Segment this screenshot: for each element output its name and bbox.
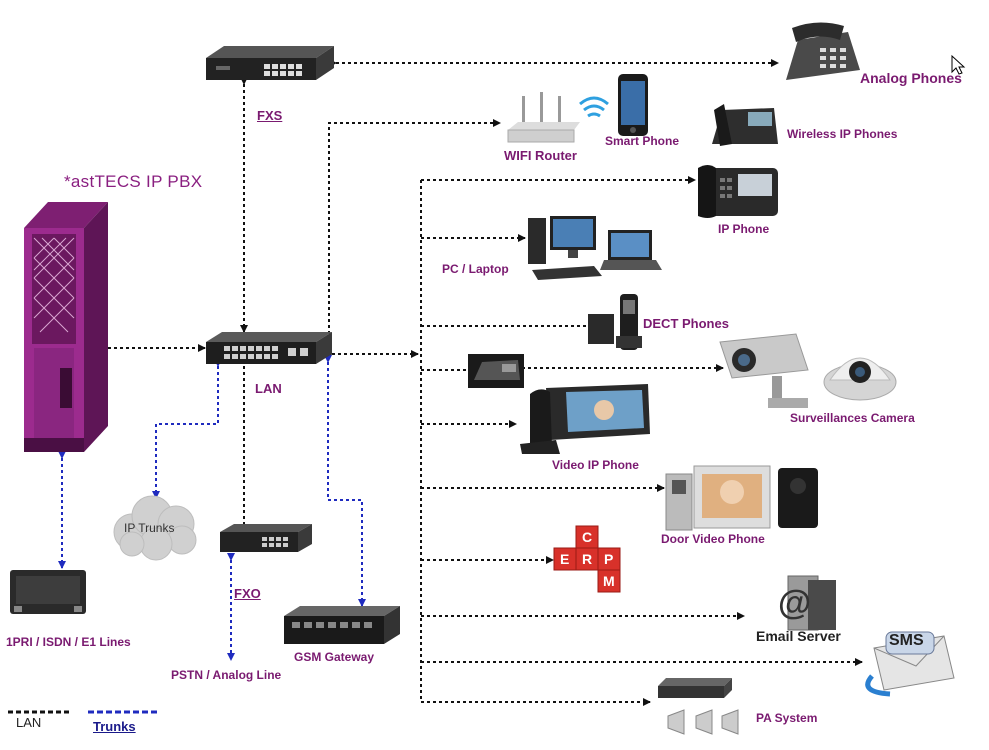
fxs-gateway	[206, 46, 334, 80]
surveillance-camera-icon	[719, 333, 809, 408]
smart-phone-label: Smart Phone	[605, 134, 680, 148]
pa-system-label: PA System	[756, 711, 818, 725]
erp-letter-m: M	[603, 573, 615, 589]
pc-laptop-label: PC / Laptop	[442, 262, 509, 276]
gsm-gateway-device	[284, 606, 400, 644]
gsm-gateway-label: GSM Gateway	[294, 650, 375, 664]
dect-phone-icon	[588, 294, 642, 350]
wifi-router-icon	[507, 92, 609, 143]
analog-phones-label: Analog Phones	[860, 70, 962, 86]
fxs-label: FXS	[257, 108, 283, 123]
fxo-gateway	[220, 524, 312, 552]
video-ip-phone-label: Video IP Phone	[552, 458, 639, 472]
sms-envelope-icon	[865, 631, 955, 697]
ip-trunks-cloud	[113, 495, 197, 561]
lan-switch	[206, 332, 332, 364]
erp-crm-icon: C E R P M	[553, 525, 621, 593]
erp-letter-c: C	[582, 529, 592, 545]
mouse-cursor-icon	[951, 54, 966, 75]
pri-interface-box	[10, 570, 86, 614]
dome-camera-icon	[823, 357, 897, 401]
surveillance-camera-label: Surveillances Camera	[790, 411, 915, 425]
pa-system-icon	[658, 678, 739, 735]
fxo-label: FXO	[234, 586, 261, 601]
desk-phone-icon	[468, 354, 524, 388]
page-title: *astTECS IP PBX	[64, 172, 203, 191]
email-server-label: Email Server	[756, 628, 841, 644]
lan-label: LAN	[255, 381, 282, 396]
wireless-ip-phone-icon	[712, 104, 778, 146]
pstn-label: PSTN / Analog Line	[171, 668, 282, 682]
wifi-router-label: WIFI Router	[504, 148, 577, 163]
pc-laptop-icon	[528, 216, 662, 280]
svg-text:@: @	[778, 584, 811, 622]
door-video-phone-icon	[665, 465, 818, 531]
video-ip-phone-icon	[520, 384, 650, 454]
ip-phone-label: IP Phone	[718, 222, 770, 236]
dect-phones-label: DECT Phones	[643, 316, 729, 331]
legend-lan-label: LAN	[16, 715, 42, 730]
ip-pbx-appliance	[24, 202, 108, 452]
analog-phone-icon	[786, 22, 860, 80]
ip-phone-icon	[698, 165, 778, 218]
sms-label: SMS	[889, 632, 924, 649]
erp-letter-p: P	[604, 551, 613, 567]
wireless-ip-phones-label: Wireless IP Phones	[787, 127, 898, 141]
smartphone-icon	[618, 74, 648, 136]
legend-trunks-label: Trunks	[93, 719, 136, 734]
email-server-icon: @	[778, 575, 836, 631]
ip-trunks-label: IP Trunks	[124, 521, 175, 535]
pri-lines-label: 1PRI / ISDN / E1 Lines	[6, 635, 131, 649]
erp-letter-r: R	[582, 551, 592, 567]
erp-letter-e: E	[560, 551, 569, 567]
door-video-phone-label: Door Video Phone	[661, 532, 765, 546]
